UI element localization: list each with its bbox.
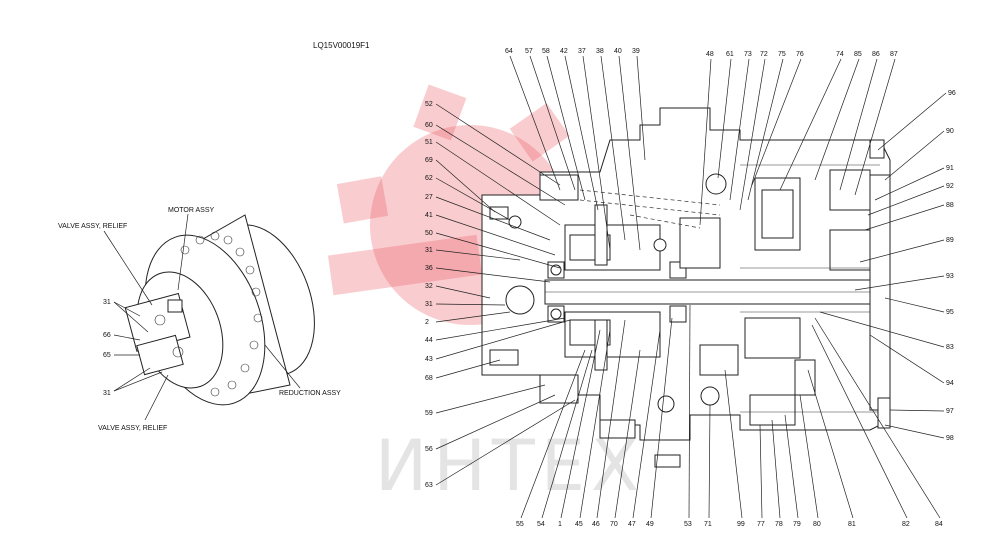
callout-side-left-11: 31 bbox=[425, 301, 433, 308]
callout-top-4: 37 bbox=[578, 48, 586, 55]
callout-top-7: 39 bbox=[632, 48, 640, 55]
callout-top-14: 74 bbox=[836, 51, 844, 58]
callout-bottom-4: 46 bbox=[592, 521, 600, 528]
callout-side-left-16: 59 bbox=[425, 410, 433, 417]
callout-bottom-6: 47 bbox=[628, 521, 636, 528]
top-callouts: 64 57 58 42 37 38 40 39 48 61 73 72 75 7… bbox=[505, 48, 898, 251]
callout-side-right-1: 90 bbox=[946, 128, 954, 135]
callout-top-6: 40 bbox=[614, 48, 622, 55]
callout-top-13: 76 bbox=[796, 51, 804, 58]
callout-side-left-18: 63 bbox=[425, 482, 433, 489]
callout-bottom-3: 45 bbox=[575, 521, 583, 528]
callout-bottom-13: 79 bbox=[793, 521, 801, 528]
callout-side-right-5: 89 bbox=[946, 237, 954, 244]
callout-bottom-1: 54 bbox=[537, 521, 545, 528]
callout-side-left-9: 36 bbox=[425, 265, 433, 272]
callout-top-9: 61 bbox=[726, 51, 734, 58]
callout-side-right-9: 94 bbox=[946, 380, 954, 387]
sectional-view bbox=[481, 107, 891, 468]
callout-bottom-11: 77 bbox=[757, 521, 765, 528]
callout-side-left-17: 56 bbox=[425, 446, 433, 453]
callout-bottom-12: 78 bbox=[775, 521, 783, 528]
callout-top-12: 75 bbox=[778, 51, 786, 58]
label-reduction-assy: REDUCTION ASSY bbox=[279, 390, 341, 397]
callout-side-left-15: 68 bbox=[425, 375, 433, 382]
callout-bottom-7: 49 bbox=[646, 521, 654, 528]
callout-bottom-2: 1 bbox=[558, 521, 562, 528]
callout-side-left-12: 2 bbox=[425, 319, 429, 326]
callout-side-left-7: 50 bbox=[425, 230, 433, 237]
callout-top-5: 38 bbox=[596, 48, 604, 55]
callout-bottom-14: 80 bbox=[813, 521, 821, 528]
callout-bottom-16: 82 bbox=[902, 521, 910, 528]
callout-side-left-1: 60 bbox=[425, 122, 433, 129]
callout-bottom-8: 53 bbox=[684, 521, 692, 528]
callout-bottom-9: 71 bbox=[704, 521, 712, 528]
label-valve-relief-bottom: VALVE ASSY, RELIEF bbox=[98, 425, 167, 432]
callout-side-right-10: 97 bbox=[946, 408, 954, 415]
callout-left-0: 31 bbox=[103, 299, 111, 306]
callout-side-right-3: 92 bbox=[946, 183, 954, 190]
callout-side-right-0: 96 bbox=[948, 90, 956, 97]
callout-side-left-0: 52 bbox=[425, 101, 433, 108]
callout-side-right-11: 98 bbox=[946, 435, 954, 442]
callout-top-0: 64 bbox=[505, 48, 513, 55]
callout-side-left-5: 27 bbox=[425, 194, 433, 201]
callout-side-right-7: 95 bbox=[946, 309, 954, 316]
callout-side-left-4: 62 bbox=[425, 175, 433, 182]
callout-top-11: 72 bbox=[760, 51, 768, 58]
label-motor-assy: MOTOR ASSY bbox=[168, 207, 214, 214]
external-view bbox=[124, 214, 315, 406]
callout-bottom-5: 70 bbox=[610, 521, 618, 528]
callout-bottom-10: 99 bbox=[737, 521, 745, 528]
callout-left-2: 65 bbox=[103, 352, 111, 359]
side-left-callouts: 52 60 51 69 62 27 41 50 31 36 32 31 2 44… bbox=[425, 101, 576, 489]
callout-side-right-6: 93 bbox=[946, 273, 954, 280]
label-valve-relief-top: VALVE ASSY, RELIEF bbox=[58, 223, 127, 230]
callout-side-right-2: 91 bbox=[946, 165, 954, 172]
callout-top-17: 87 bbox=[890, 51, 898, 58]
reference-code: LQ15V00019F1 bbox=[313, 41, 370, 50]
callout-side-right-8: 83 bbox=[946, 344, 954, 351]
callout-side-left-10: 32 bbox=[425, 283, 433, 290]
callout-side-left-13: 44 bbox=[425, 337, 433, 344]
callout-top-15: 85 bbox=[854, 51, 862, 58]
callout-top-10: 73 bbox=[744, 51, 752, 58]
callout-top-1: 57 bbox=[525, 48, 533, 55]
callout-top-8: 48 bbox=[706, 51, 714, 58]
callout-top-16: 86 bbox=[872, 51, 880, 58]
side-right-callouts: 96 90 91 92 88 89 93 95 83 94 97 98 bbox=[819, 90, 956, 442]
callout-side-left-14: 43 bbox=[425, 356, 433, 363]
callout-top-2: 58 bbox=[542, 48, 550, 55]
callout-left-1: 66 bbox=[103, 332, 111, 339]
callout-bottom-0: 55 bbox=[516, 521, 524, 528]
bottom-callouts: 55 54 1 45 46 70 47 49 53 71 99 77 78 79… bbox=[516, 304, 943, 528]
callout-side-left-3: 69 bbox=[425, 157, 433, 164]
callout-side-left-8: 31 bbox=[425, 247, 433, 254]
watermark-text: ИНТЕХ bbox=[375, 425, 645, 507]
callout-side-left-2: 51 bbox=[425, 139, 433, 146]
callout-top-3: 42 bbox=[560, 48, 568, 55]
callout-bottom-15: 81 bbox=[848, 521, 856, 528]
callout-side-right-4: 88 bbox=[946, 202, 954, 209]
callout-left-3: 31 bbox=[103, 390, 111, 397]
callout-side-left-6: 41 bbox=[425, 212, 433, 219]
callout-bottom-17: 84 bbox=[935, 521, 943, 528]
